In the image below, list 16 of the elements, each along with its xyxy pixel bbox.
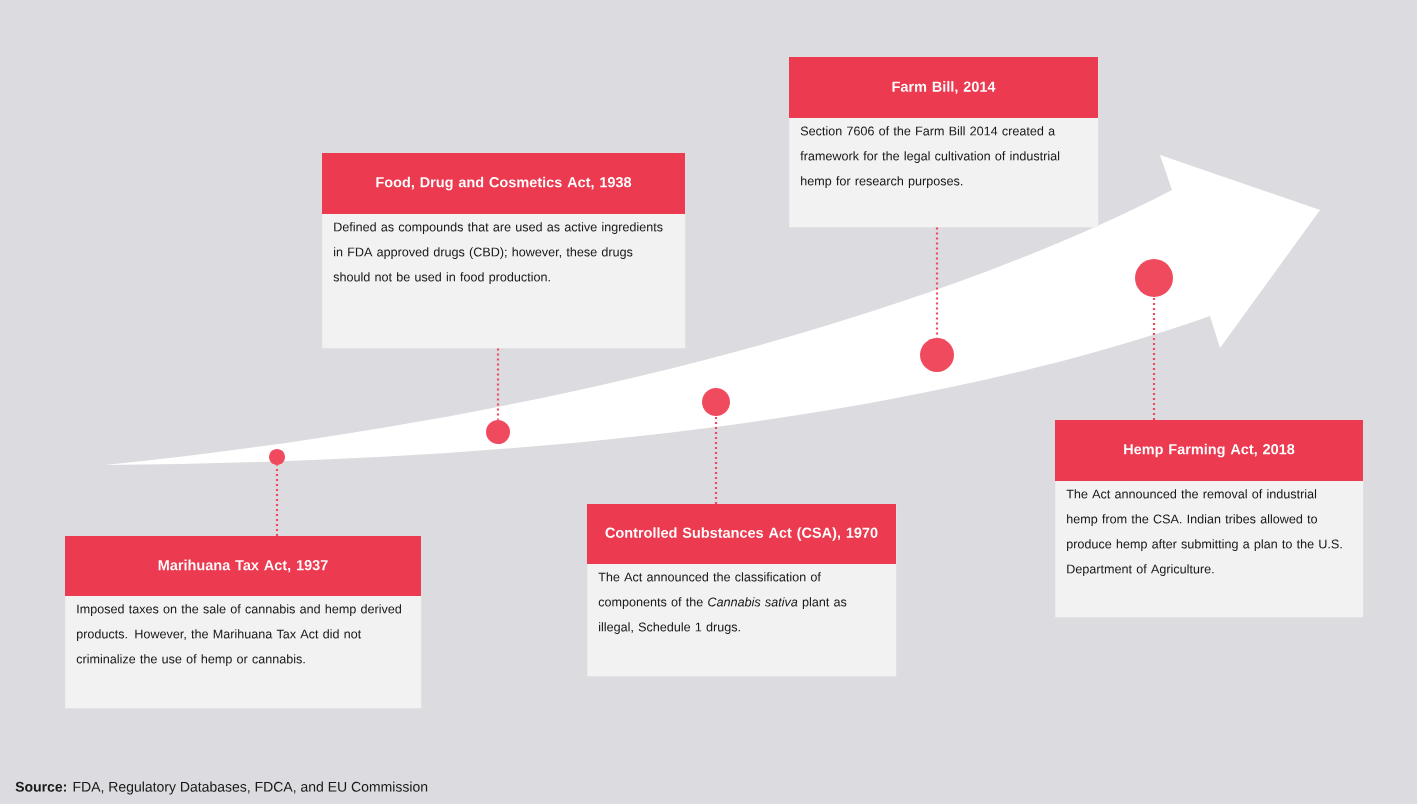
timeline-dot xyxy=(702,388,730,416)
timeline-dot xyxy=(920,338,954,372)
timeline-card: Marihuana Tax Act, 1937 Imposed taxes on the sale of cannabis and hemp derived products. However, the Marihuana Tax Act did not criminalize the use of hemp or cannabis. xyxy=(65,536,422,709)
leader-line xyxy=(1152,297,1156,420)
leader-line xyxy=(714,416,718,504)
timeline-dot xyxy=(269,449,285,465)
timeline-dot xyxy=(1135,259,1173,297)
timeline-card: Food, Drug and Cosmetics Act, 1938 Defined as compounds that are used as active ingredients in FDA approved drugs (CBD); however, these drugs should not be used in food production. xyxy=(322,153,686,349)
leader-line xyxy=(496,348,500,420)
leader-line xyxy=(275,465,279,536)
timeline-card: Hemp Farming Act, 2018 The Act announced the removal of industrial hemp from the CSA. Indian tribes allowed to produce hemp after submitting a plan to the U.S. Department of Agriculture. xyxy=(1055,420,1364,618)
timeline-card: Farm Bill, 2014 Section 7606 of the Farm Bill 2014 created a framework for the legal cultivation of industrial hemp for research purposes. xyxy=(789,57,1099,228)
source-note: Source: FDA, Regulatory Databases, FDCA, and EU Commission xyxy=(15,781,428,795)
timeline-card: Controlled Substances Act (CSA), 1970 The Act announced the classification of components of the Cannabis sativa plant as illegal, Schedule 1 drugs. xyxy=(587,504,897,677)
timeline-dot xyxy=(486,420,510,444)
leader-line xyxy=(935,227,939,338)
